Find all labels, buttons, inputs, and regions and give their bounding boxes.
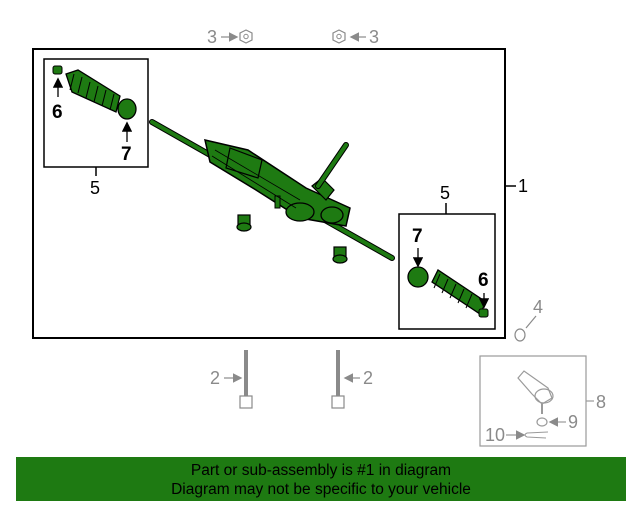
boot-clamp-small-left bbox=[52, 65, 63, 75]
parts-diagram: 1 3 3 6 7 5 5 bbox=[32, 27, 606, 447]
callout-part-2-left[interactable]: 2 bbox=[210, 368, 243, 388]
svg-text:4: 4 bbox=[533, 297, 543, 317]
boot-kit-box-right bbox=[398, 213, 496, 330]
bolt-right bbox=[331, 350, 345, 409]
svg-text:9: 9 bbox=[568, 412, 578, 432]
banner-line-1: Part or sub-assembly is #1 in diagram bbox=[190, 462, 452, 479]
svg-text:3: 3 bbox=[369, 27, 379, 47]
callout-part-9[interactable]: 9 bbox=[536, 412, 578, 432]
callout-part-7-right[interactable]: 7 bbox=[412, 226, 423, 247]
cotter-pin-icon bbox=[524, 431, 549, 439]
banner-line-2: Diagram may not be specific to your vehi… bbox=[171, 481, 471, 498]
bolt-left bbox=[239, 350, 253, 409]
svg-text:8: 8 bbox=[596, 392, 606, 412]
boot-clamp-large-left bbox=[117, 98, 137, 120]
callout-part-8[interactable]: 8 bbox=[586, 392, 606, 412]
nut-icon bbox=[239, 29, 253, 44]
callout-part-2-right[interactable]: 2 bbox=[343, 368, 373, 388]
callout-part-5-right[interactable]: 5 bbox=[440, 183, 450, 203]
tie-rod-end bbox=[517, 370, 554, 414]
steering-rack-assembly[interactable] bbox=[149, 119, 395, 261]
info-banner: Part or sub-assembly is #1 in diagram Di… bbox=[16, 457, 626, 501]
mount-bushing-left bbox=[236, 214, 252, 232]
callout-part-3-right[interactable]: 3 bbox=[332, 27, 379, 47]
callout-part-5-left[interactable]: 5 bbox=[90, 178, 100, 198]
callout-part-6-left[interactable]: 6 bbox=[52, 102, 63, 123]
svg-text:2: 2 bbox=[363, 368, 373, 388]
callout-part-7-left[interactable]: 7 bbox=[121, 144, 132, 165]
callout-part-1[interactable]: 1 bbox=[505, 176, 528, 196]
svg-text:3: 3 bbox=[207, 27, 217, 47]
boot-clamp-large-right bbox=[407, 266, 429, 288]
svg-text:2: 2 bbox=[210, 368, 220, 388]
bellows-boot-left bbox=[65, 69, 121, 113]
callout-part-3-left[interactable]: 3 bbox=[207, 27, 253, 47]
boot-clamp-small-right bbox=[478, 308, 489, 318]
callout-part-4[interactable]: 4 bbox=[514, 297, 543, 342]
callout-part-6-right[interactable]: 6 bbox=[478, 270, 489, 291]
nut-icon bbox=[332, 29, 346, 44]
washer-icon bbox=[514, 328, 526, 342]
castle-nut-icon bbox=[536, 417, 548, 427]
assembly-frame bbox=[32, 48, 506, 339]
mount-bushing-right bbox=[332, 246, 348, 264]
callout-part-10[interactable]: 10 bbox=[485, 425, 549, 445]
svg-text:10: 10 bbox=[485, 425, 505, 445]
svg-text:1: 1 bbox=[518, 176, 528, 196]
